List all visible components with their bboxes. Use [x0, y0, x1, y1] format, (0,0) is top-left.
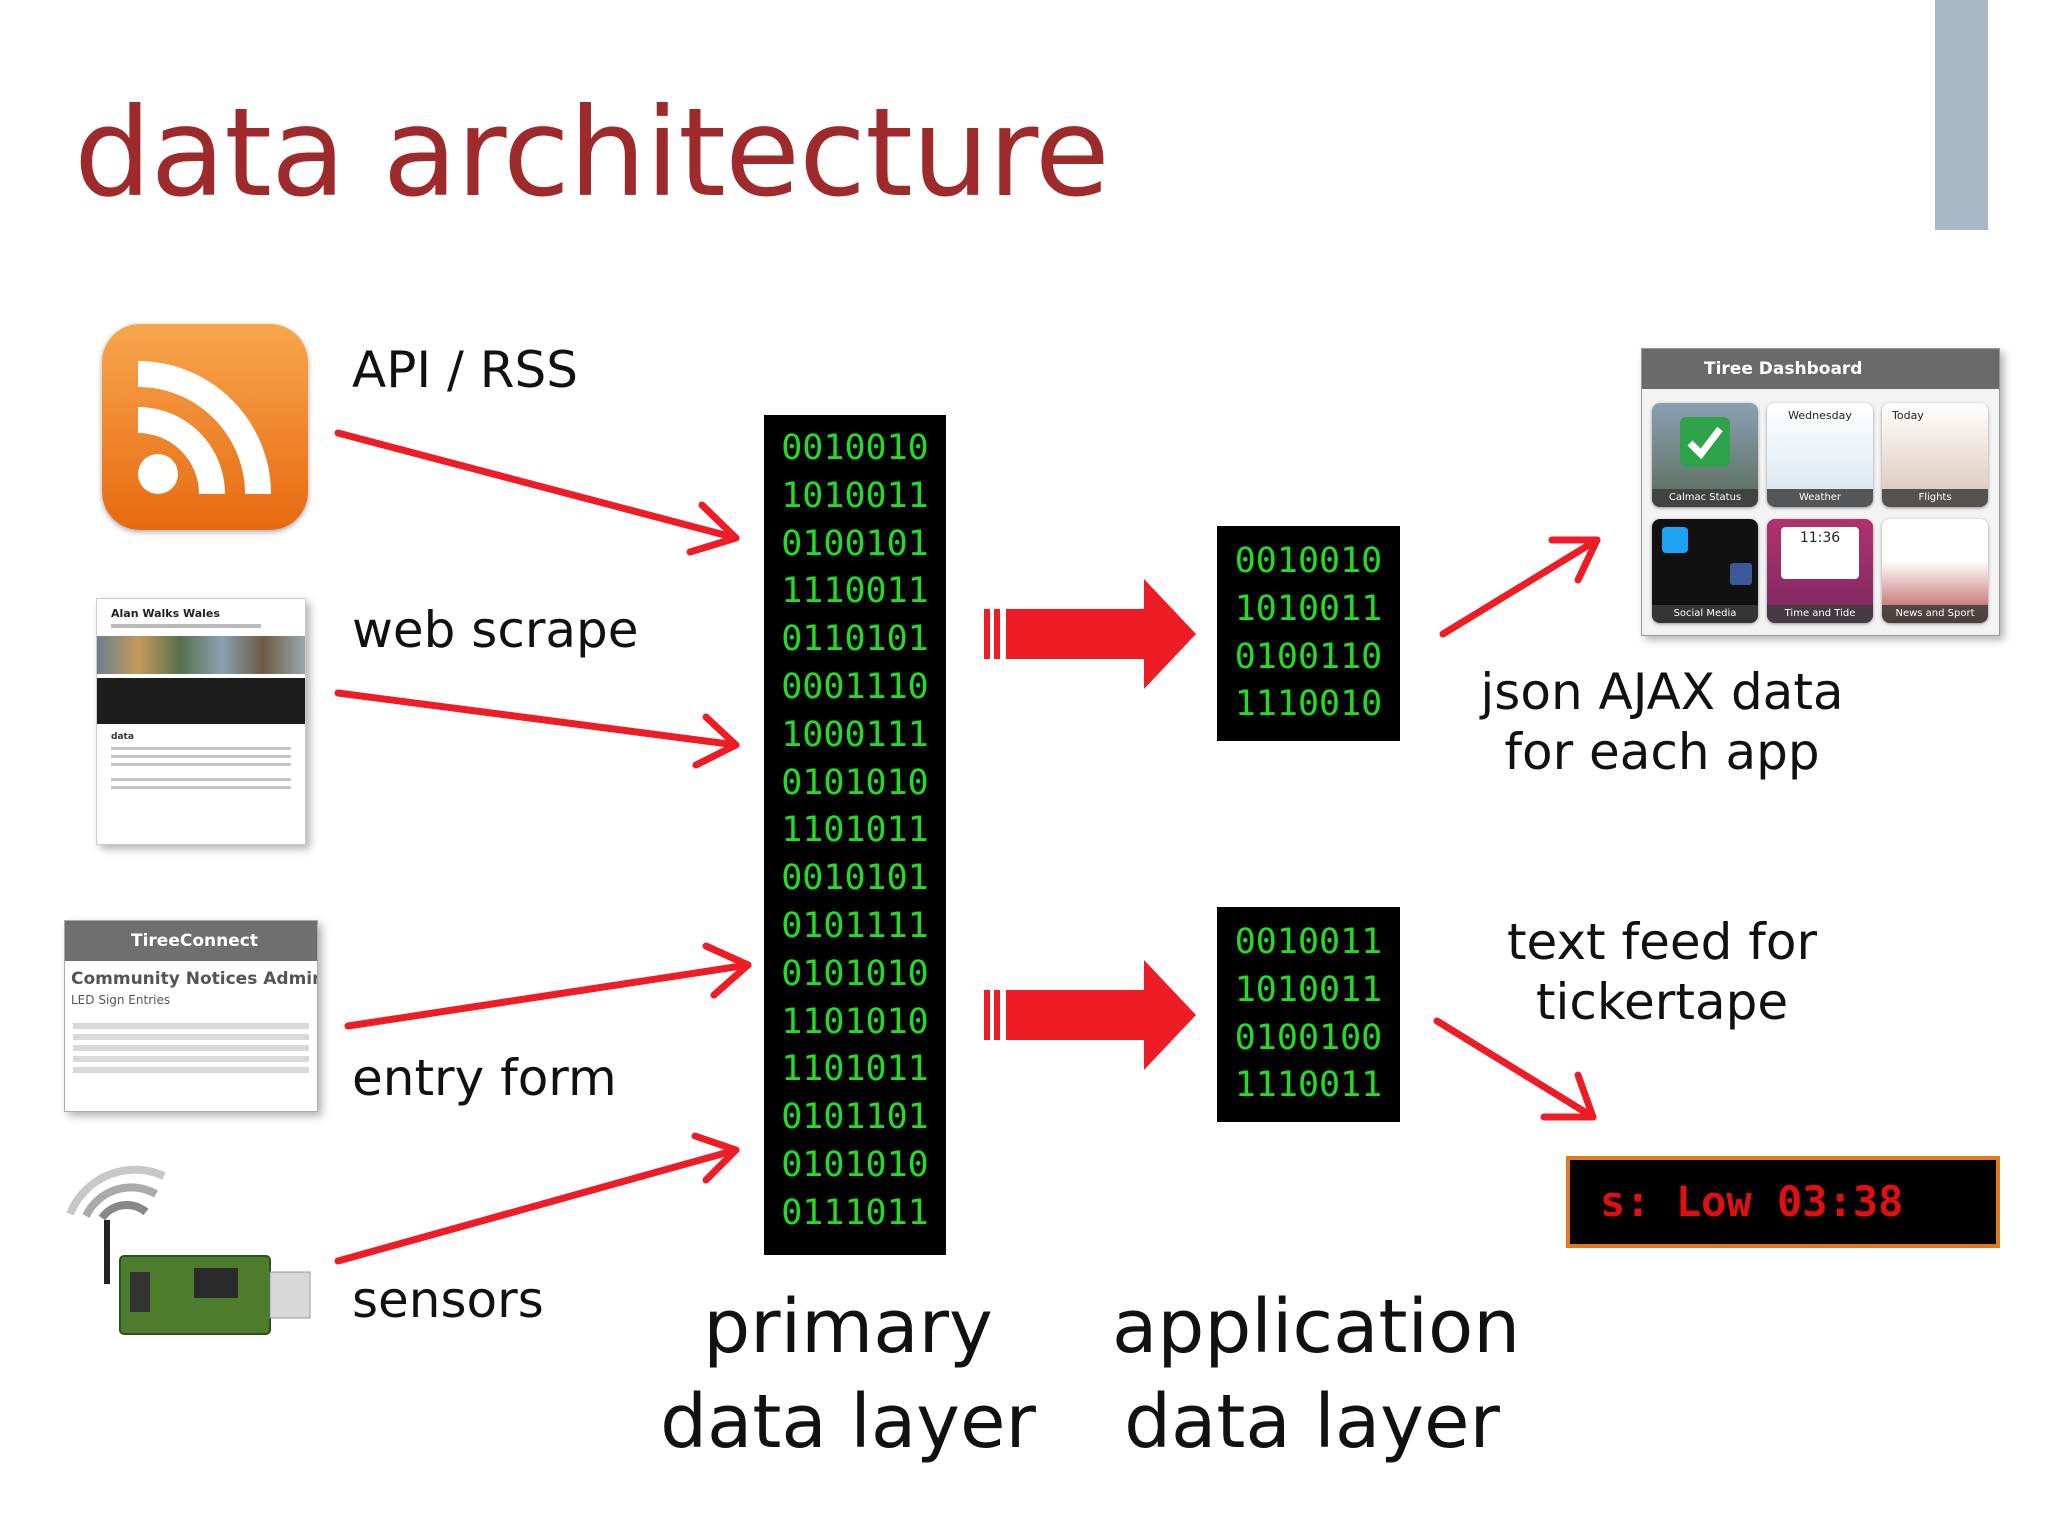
entry-form-thumbnail: TireeConnect Community Notices Admin LED…: [64, 920, 318, 1112]
binary-row: 1101011: [781, 810, 929, 851]
arrow-rss-to-primary: [334, 429, 740, 556]
binary-row: 0010011: [1234, 922, 1383, 962]
arrow-app-to-ticker: [1433, 1017, 1597, 1121]
tile-news-and-sport: News and Sport: [1882, 519, 1988, 623]
tiree-dashboard-thumbnail: Tiree Dashboard Calmac Status Wednesday …: [1641, 348, 2000, 636]
label-web-scrape: web scrape: [352, 601, 639, 659]
app-data-block-ticker: 0010011 1010011 0100100 1110011: [1217, 907, 1400, 1122]
tile-weather: Wednesday Weather: [1767, 403, 1873, 507]
binary-row: 0101010: [781, 762, 929, 803]
primary-data-block: 0010010 1010011 0100101 1110011 0110101 00011…: [764, 415, 946, 1255]
application-layer-label: application data layer: [1112, 1284, 1521, 1465]
checkmark-icon: [1680, 417, 1730, 467]
entry-form-app-name: TireeConnect: [65, 921, 317, 961]
binary-row: 1101010: [781, 1001, 929, 1042]
app-data-block-json: 0010010 1010011 0100110 1110010: [1217, 526, 1400, 741]
arrow-sensor-to-primary: [334, 1132, 740, 1265]
binary-row: 0001110: [781, 666, 929, 707]
ticker-output-label: text feed for tickertape: [1506, 913, 1818, 1031]
tile-social-media: Social Media: [1652, 519, 1758, 623]
binary-row: 0111011: [781, 1192, 929, 1233]
rss-icon: [102, 324, 308, 530]
json-output-label: json AJAX data for each app: [1480, 663, 1844, 781]
webpage-thumb-title: Alan Walks Wales: [111, 607, 220, 620]
binary-row: 1101011: [781, 1049, 929, 1090]
label-entry-form: entry form: [352, 1049, 617, 1107]
block-arrow-to-json-layer: [984, 579, 1196, 689]
webpage-thumb-photo: [97, 636, 305, 674]
accent-bar: [1935, 0, 1988, 230]
binary-row: 0010010: [781, 428, 929, 468]
arrow-form-to-primary: [344, 942, 752, 1030]
binary-row: 0100101: [781, 523, 929, 564]
binary-row: 0101101: [781, 1097, 929, 1138]
arrow-app-to-dashboard: [1439, 536, 1601, 638]
binary-row: 0110101: [781, 619, 929, 660]
binary-row: 1010011: [1234, 588, 1383, 629]
binary-row: 1110011: [1234, 1065, 1383, 1106]
binary-row: 1010011: [781, 475, 929, 516]
binary-row: 0010101: [781, 858, 929, 899]
binary-row: 0100100: [1234, 1017, 1383, 1058]
webpage-thumbnail: Alan Walks Wales data: [96, 598, 306, 845]
ticker-display: s: Low 03:38: [1566, 1156, 2000, 1248]
binary-row: 0101111: [781, 905, 929, 946]
block-arrow-to-ticker-layer: [984, 960, 1196, 1070]
binary-row: 1000111: [781, 714, 929, 755]
binary-row: 0010010: [1234, 541, 1383, 581]
binary-row: 0101010: [781, 953, 929, 994]
webpage-thumb-heading: data: [111, 732, 134, 742]
label-sensors: sensors: [352, 1271, 544, 1329]
facebook-icon: [1730, 563, 1752, 585]
tile-flights: Today Flights: [1882, 403, 1988, 507]
dashboard-title: Tiree Dashboard: [1642, 349, 1999, 389]
wireless-sensor-icon: [66, 1165, 311, 1335]
tile-time-and-tide: 11:36 Time and Tide: [1767, 519, 1873, 623]
twitter-icon: [1662, 527, 1688, 553]
binary-row: 1010011: [1234, 969, 1383, 1010]
label-api-rss: API / RSS: [352, 341, 578, 399]
binary-row: 1110011: [781, 571, 929, 612]
binary-row: 0100110: [1234, 636, 1383, 677]
tile-calmac-status: Calmac Status: [1652, 403, 1758, 507]
arrow-scrape-to-primary: [334, 689, 740, 769]
binary-row: 1110010: [1234, 684, 1383, 725]
page-title: data architecture: [74, 82, 1110, 224]
entry-form-subheading: LED Sign Entries: [71, 993, 171, 1007]
primary-layer-label: primary data layer: [660, 1284, 1036, 1465]
entry-form-heading: Community Notices Admin: [71, 969, 318, 989]
binary-row: 0101010: [781, 1144, 929, 1185]
